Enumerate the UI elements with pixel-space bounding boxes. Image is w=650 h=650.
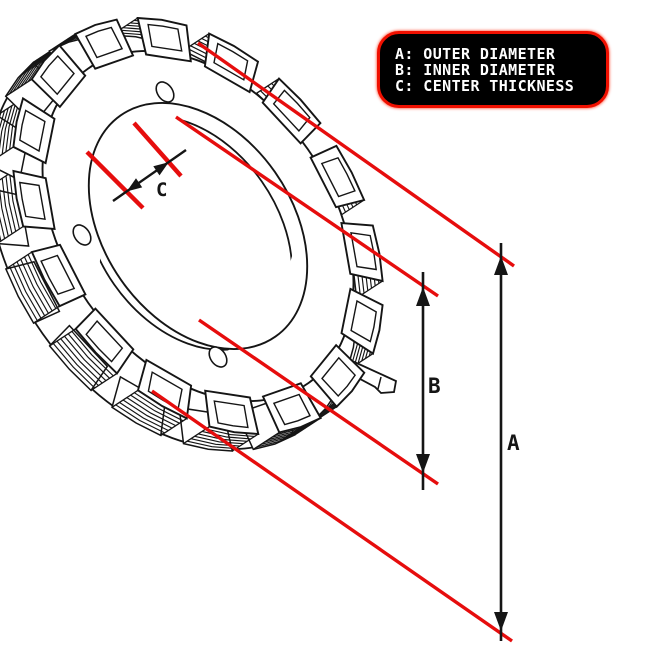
clutch-plate-drawing: [0, 16, 398, 452]
inner-diameter-label: B: [428, 374, 441, 398]
dimension-b: B: [416, 272, 441, 490]
center-thickness-arrowhead-left: [126, 178, 143, 192]
center-thickness-arrow-line: [112, 149, 187, 202]
dimension-b-arrowhead-down: [416, 454, 430, 473]
dimension-a-arrowhead-up: [494, 256, 508, 275]
legend-row-outer-diameter: A: OUTER DIAMETER: [395, 44, 556, 63]
outer-diameter-projection-line-lower: [151, 389, 513, 643]
projection-lines: [151, 41, 515, 643]
outer-diameter-label: A: [507, 431, 520, 455]
outer-diameter-projection-line-upper: [197, 41, 515, 268]
dimension-b-arrowhead-up: [416, 287, 430, 306]
center-thickness-label: C: [156, 179, 167, 201]
center-thickness-arrowhead-right: [153, 162, 169, 176]
center-thickness-dimension: C: [85, 121, 187, 210]
legend-box: A: OUTER DIAMETER B: INNER DIAMETER C: C…: [377, 31, 609, 108]
center-thickness-tick-lower: [85, 150, 145, 210]
legend-row-inner-diameter: B: INNER DIAMETER: [395, 60, 556, 79]
inner-diameter-projection-line-lower: [198, 318, 439, 486]
dimension-a: A: [494, 243, 520, 641]
inner-diameter-projection-line-upper: [175, 115, 439, 298]
legend-row-center-thickness: C: CENTER THICKNESS: [395, 76, 575, 95]
center-thickness-tick-upper: [132, 121, 183, 178]
dimension-a-arrowhead-down: [494, 612, 508, 631]
